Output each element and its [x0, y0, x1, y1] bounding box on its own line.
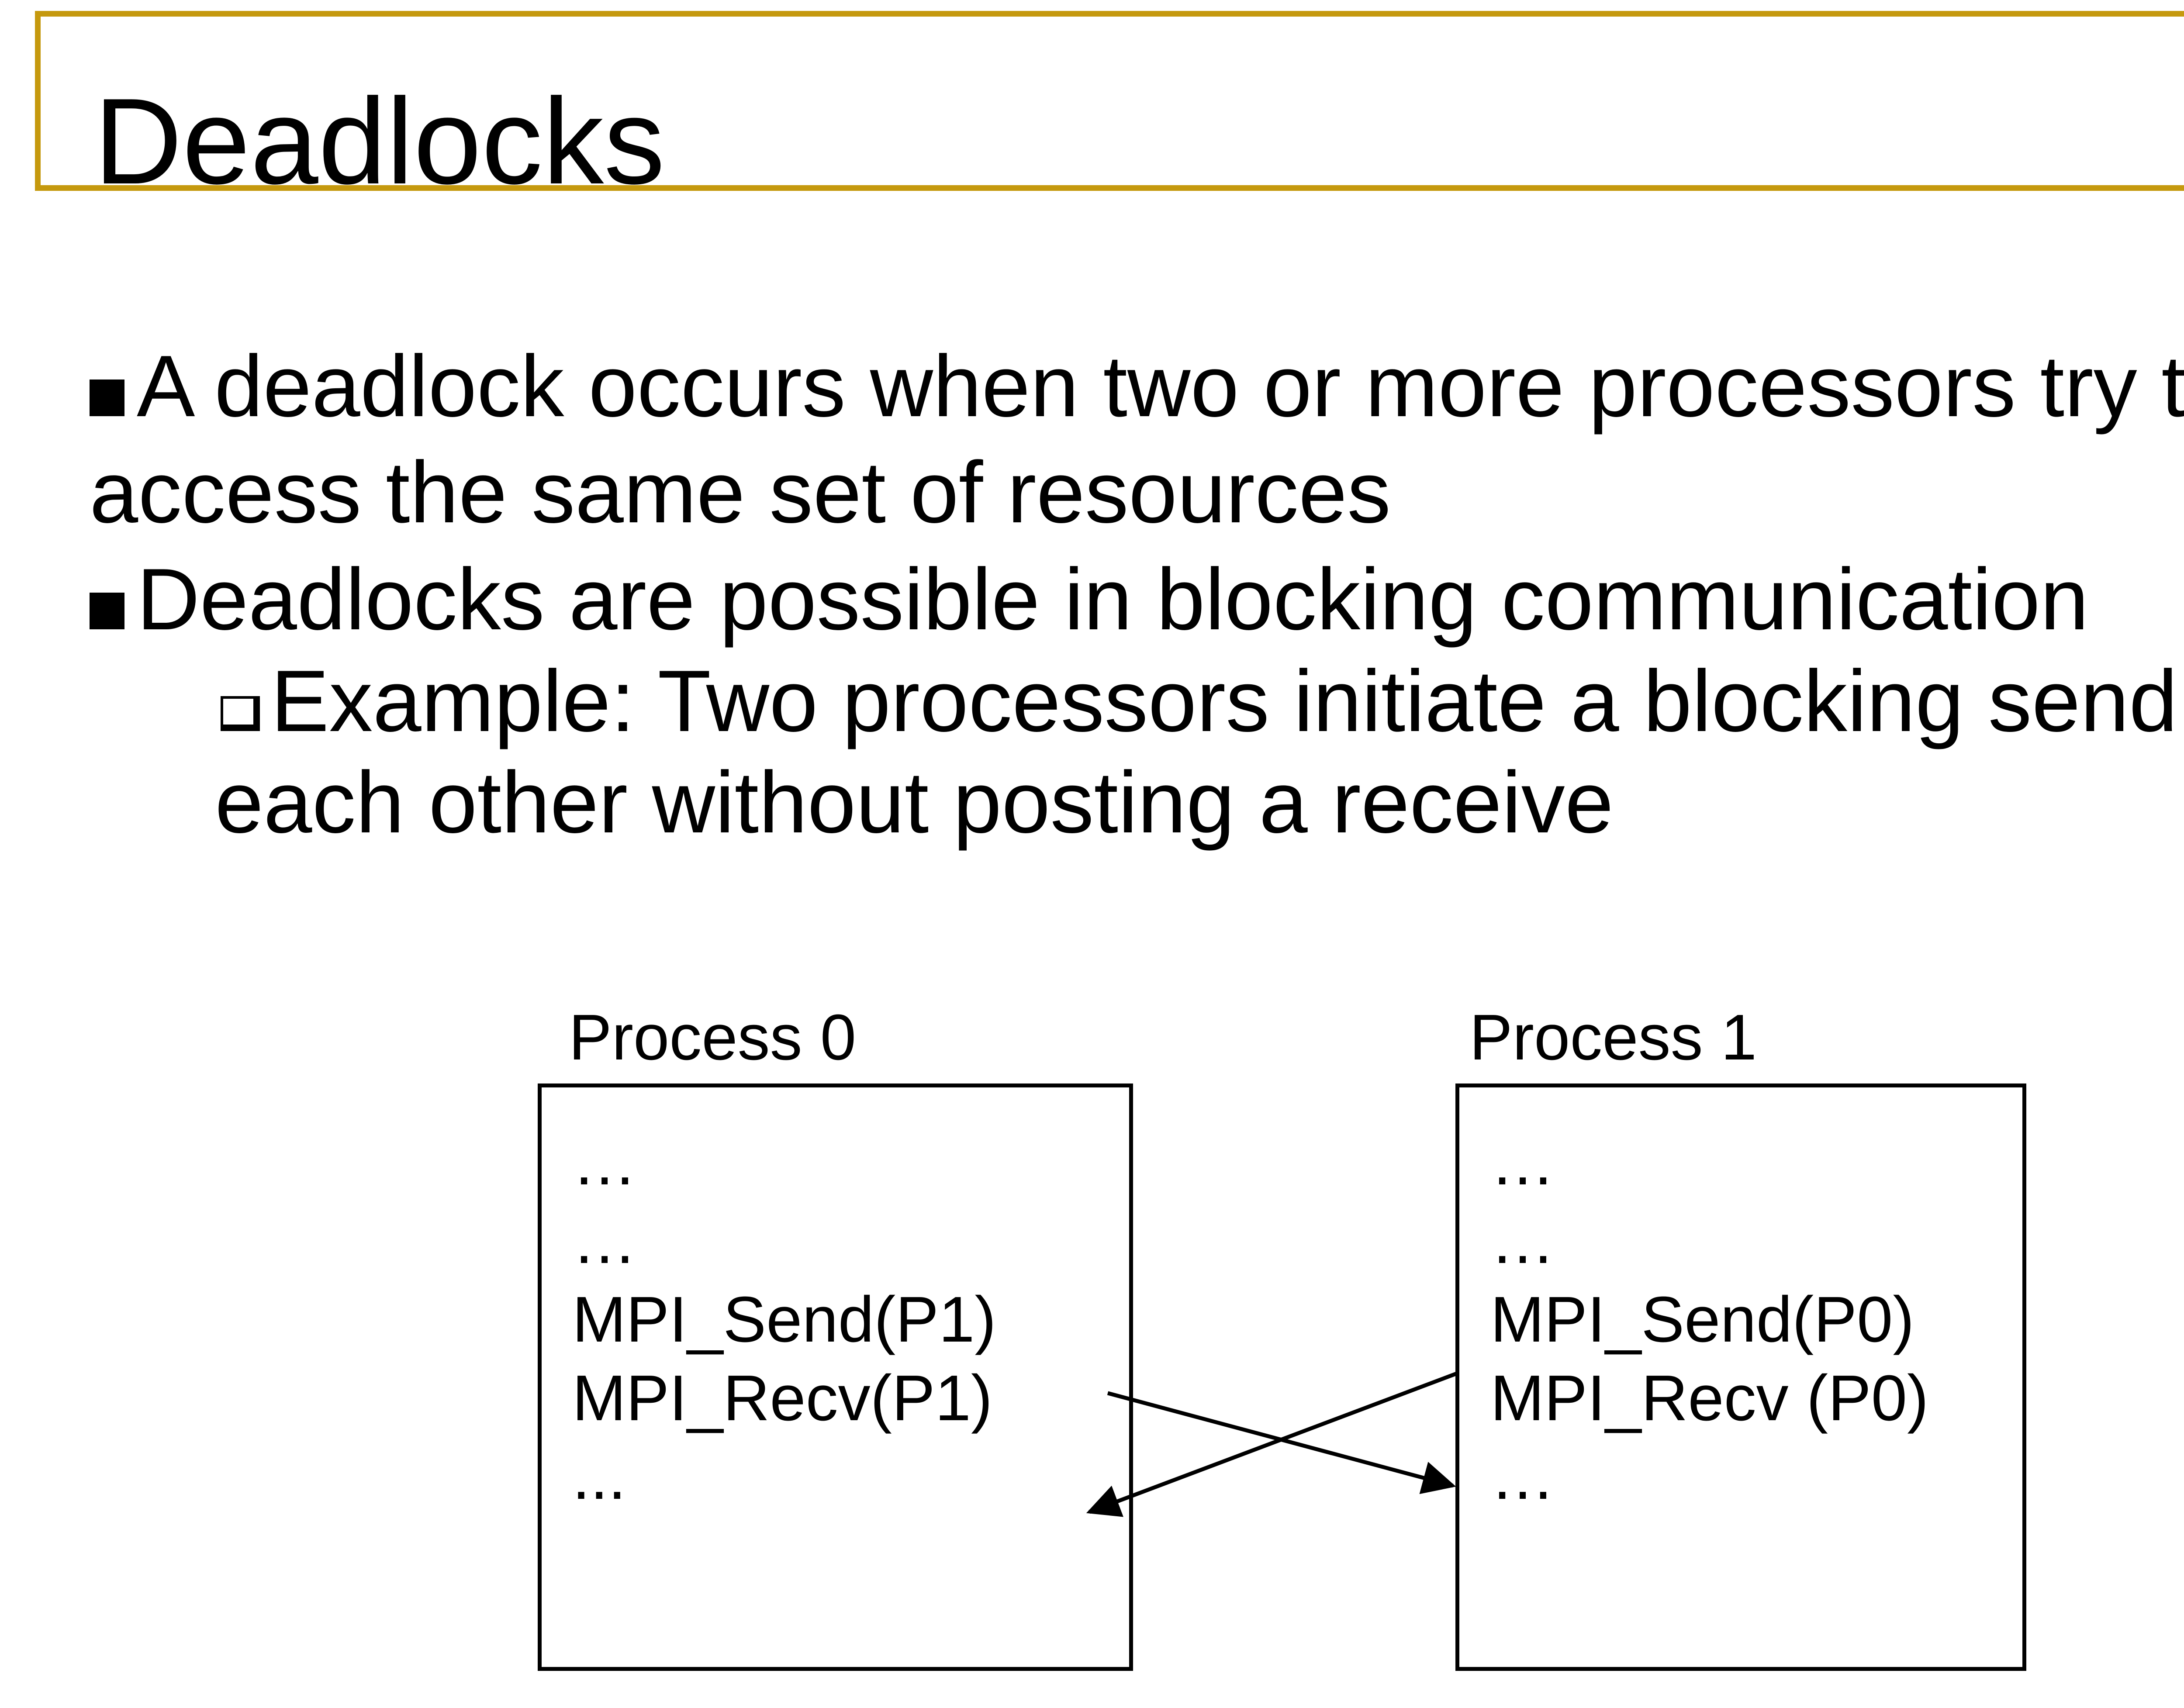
process-1-code: … … MPI_Send(P0) MPI_Recv (P0) … — [1490, 1123, 1928, 1516]
code-line: ... — [572, 1441, 626, 1513]
bullet-shadowed-square-icon — [221, 696, 260, 731]
bullet-filled-square-icon — [90, 593, 124, 629]
title-box — [35, 11, 2184, 191]
process-0-code: … … MPI_Send(P1) MPI_Recv(P1) ... — [572, 1123, 996, 1516]
bullet-text: Deadlocks are possible in blocking commu… — [137, 551, 2089, 648]
code-line: MPI_Send(P0) — [1490, 1284, 1914, 1356]
code-line: … — [1490, 1126, 1555, 1198]
bullet-item-continuation: access the same set of resources — [90, 449, 1391, 536]
bullet-item: A deadlock occurs when two or more proce… — [90, 343, 2184, 430]
page-title: Deadlocks — [94, 73, 665, 210]
arrow-p0-to-p1-icon — [1107, 1391, 1456, 1494]
code-line: … — [1490, 1205, 1555, 1277]
code-line: … — [572, 1205, 637, 1277]
code-line: … — [572, 1126, 637, 1198]
process-0-box — [538, 1083, 1133, 1671]
bullet-filled-square-icon — [90, 380, 124, 416]
code-line: … — [1490, 1441, 1555, 1513]
code-line: MPI_Recv(P1) — [572, 1362, 993, 1434]
code-line: MPI_Recv (P0) — [1490, 1362, 1929, 1434]
process-0-label: Process 0 — [569, 1001, 857, 1073]
bullet-text: each other without posting a receive — [215, 754, 1614, 851]
process-1-label: Process 1 — [1469, 1001, 1757, 1073]
bullet-text: Example: Two processors initiate a block… — [271, 652, 2184, 750]
bullet-item: Deadlocks are possible in blocking commu… — [90, 556, 2089, 643]
bullet-text: A deadlock occurs when two or more proce… — [137, 338, 2184, 435]
sub-bullet-item: Example: Two processors initiate a block… — [221, 658, 2184, 745]
sub-bullet-item-continuation: each other without posting a receive — [215, 759, 1614, 846]
bullet-text: access the same set of resources — [90, 444, 1391, 541]
arrow-p1-to-p0-icon — [1086, 1371, 1458, 1517]
code-line: MPI_Send(P1) — [572, 1284, 996, 1356]
